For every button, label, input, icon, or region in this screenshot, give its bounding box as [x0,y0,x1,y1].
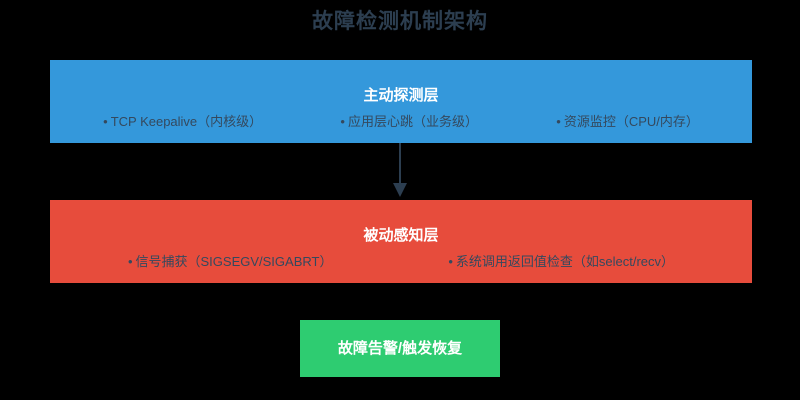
list-item-label: 应用层心跳（业务级） [347,114,478,129]
list-item: •资源监控（CPU/内存） [556,113,699,131]
list-item-label: TCP Keepalive（内核级） [110,114,263,129]
list-item: •TCP Keepalive（内核级） [103,113,262,131]
result-box-label: 故障告警/触发恢复 [337,339,463,357]
list-item-label: 系统调用返回值检查（如select/recv） [455,254,675,269]
list-item: •信号捕获（SIGSEGV/SIGABRT） [128,253,333,271]
layer-heading-passive-sensing: 被动感知层 [363,227,439,244]
layer-box-passive-sensing[interactable]: 被动感知层 •信号捕获（SIGSEGV/SIGABRT） •系统调用返回值检查（… [50,200,752,283]
layer-items-passive-sensing: •信号捕获（SIGSEGV/SIGABRT） •系统调用返回值检查（如selec… [50,253,752,271]
list-item: •系统调用返回值检查（如select/recv） [448,253,674,271]
layer-heading-active-probe: 主动探测层 [363,87,439,104]
diagram-title: 故障检测机制架构 [312,10,488,33]
list-item-label: 资源监控（CPU/内存） [563,114,699,129]
bullet-icon: • [556,114,561,129]
bullet-icon: • [103,114,108,129]
list-item-label: 信号捕获（SIGSEGV/SIGABRT） [135,254,333,269]
list-item: •应用层心跳（业务级） [340,113,478,131]
result-box-alert-recovery[interactable]: 故障告警/触发恢复 [300,320,500,377]
layer-items-active-probe: •TCP Keepalive（内核级） •应用层心跳（业务级） •资源监控（CP… [50,113,752,131]
arrow-down-icon [393,143,407,197]
bullet-icon: • [127,254,133,269]
bullet-icon: • [448,254,453,269]
layer-box-active-probe[interactable]: 主动探测层 •TCP Keepalive（内核级） •应用层心跳（业务级） •资… [50,60,752,143]
bullet-icon: • [340,114,345,129]
